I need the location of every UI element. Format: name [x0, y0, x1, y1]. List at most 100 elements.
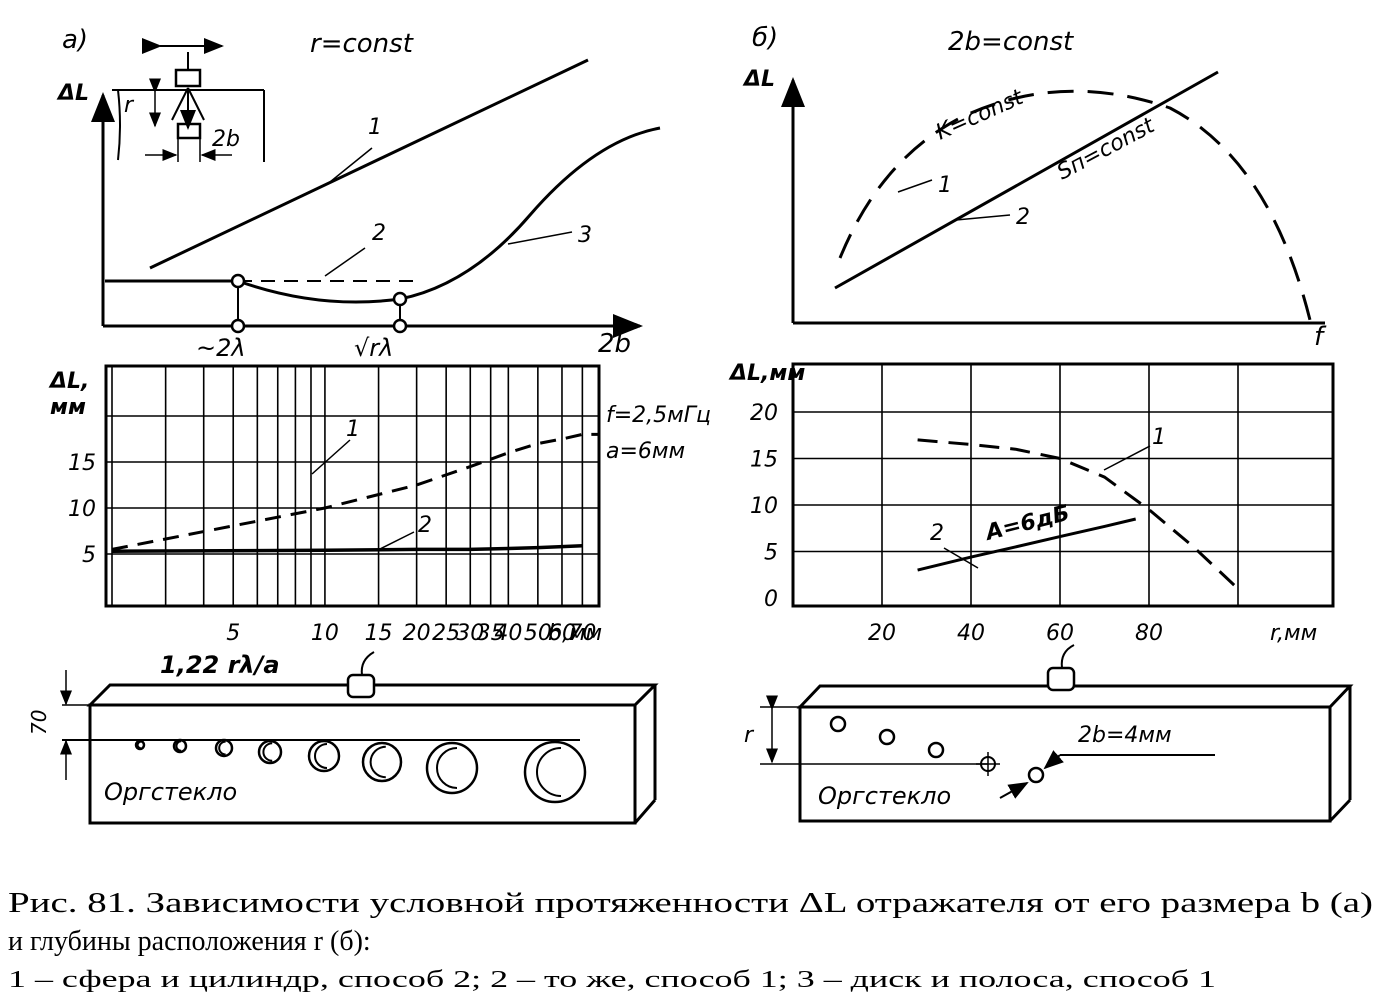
graph-a-y-label-1: ΔL,: [48, 369, 89, 394]
panel-a-condition: r=const: [310, 29, 414, 59]
graph-a-x-tick: 35: [477, 621, 505, 646]
specimen-a: 70 Оргстекло: [27, 651, 659, 825]
specimen-b-target-hole: [1027, 766, 1045, 784]
graph-b-x-unit: r,мм: [1270, 621, 1317, 646]
graph-b-y-tick: 5: [764, 541, 778, 566]
graph-a-x-unit: b,мм: [548, 621, 602, 646]
graph-a-y-tick: 5: [82, 543, 96, 568]
graph-b-x-ticks: 20 40 60 80: [868, 621, 1163, 646]
graph-b-curve-2-label: 2: [930, 521, 944, 546]
panel-a-tag: а): [62, 25, 88, 55]
graph-a-curve-2-label: 2: [418, 513, 432, 538]
graph-a-x-tick: 10: [311, 621, 339, 646]
graph-a-series-2: [111, 543, 583, 553]
graph-a-x-tick: 5: [226, 621, 240, 646]
reflector: [176, 122, 202, 140]
caption-line-1: Рис. 81. Зависимости условной протяженно…: [8, 888, 1373, 919]
inset-r-label: r: [124, 93, 135, 118]
side-drilled-hole: [214, 738, 234, 758]
curve-2-label-a: 2: [372, 221, 386, 246]
side-drilled-hole: [257, 739, 283, 765]
caption-line-2: и глубины расположения r (б):: [8, 926, 371, 957]
graph-a-y-tick: 15: [68, 451, 96, 476]
curve-k-const-label: K=const: [932, 84, 1028, 145]
curve-3-label-a: 3: [578, 223, 592, 248]
graph-b-x-tick: 60: [1046, 621, 1074, 646]
probe-body: [174, 68, 202, 88]
panel-a-y-axis-label: ΔL: [56, 81, 89, 106]
side-drilled-hole: [425, 741, 479, 795]
specimen-a-material: Оргстекло: [104, 778, 237, 806]
curve-2-panel-b: [834, 70, 1219, 290]
specimen-a-probe: [346, 673, 376, 699]
graph-b-y-tick: 10: [750, 494, 778, 519]
curve-1-panel-b: [838, 89, 1312, 321]
graph-b-x-tick: 40: [957, 621, 985, 646]
curve-1-label-b: 1: [938, 173, 952, 198]
specimen-b-material: Оргстекло: [818, 782, 951, 810]
curve-3-panel-a: [237, 126, 661, 304]
curve-1-label-a: 1: [368, 115, 382, 140]
specimen-a-holes: [134, 738, 587, 804]
graph-a-y-ticks: 5 10 15: [68, 451, 96, 568]
graph-a-x-tick: 30: [456, 621, 484, 646]
graph-b-x-tick: 80: [1135, 621, 1163, 646]
graph-b-frame: [791, 362, 1335, 608]
panel-b-x-axis-label: f: [1314, 322, 1327, 352]
specimen-a-dim: 70: [27, 710, 51, 735]
specimen-a-body: [88, 703, 637, 825]
graph-a-grid: [106, 366, 599, 606]
graph-b-y-tick: 20: [750, 401, 778, 426]
graph-a-x-tick: 50: [524, 621, 552, 646]
graph-a-param-a: a=6мм: [606, 439, 685, 464]
graph-b-x-tick: 20: [868, 621, 896, 646]
specimen-b-probe: [1046, 666, 1076, 692]
specimen-b: r 2b=4мм Оргстекло: [744, 644, 1354, 823]
graph-b-y-tick: 0: [764, 587, 778, 612]
panel-b-y-axis-label: ΔL: [742, 67, 775, 92]
graph-b-y-tick: 15: [750, 448, 778, 473]
side-drilled-hole: [172, 738, 188, 754]
graph-a-x-sub: 1,22 rλ/a: [160, 651, 280, 679]
graph-b-param-A: A=6дБ: [981, 501, 1072, 546]
graph-a-series-1: [111, 432, 600, 551]
side-drilled-hole: [307, 739, 341, 773]
curve-1-panel-a: [149, 58, 589, 270]
panel-a-x-axis-label: 2b: [598, 329, 631, 359]
graph-b-series-1: [917, 438, 1240, 590]
tick-sqrt-r-lambda: √rλ: [354, 334, 393, 362]
graph-b-curve-1-label: 1: [1152, 425, 1166, 450]
panel-b-condition: 2b=const: [948, 27, 1074, 57]
tick-2-lambda: ~2λ: [196, 334, 246, 362]
panel-a-schematic: а) r=const ΔL 2b r 2b 1: [56, 25, 661, 362]
specimen-b-hole-size: 2b=4мм: [1078, 723, 1172, 748]
graph-a-x-tick: 25: [432, 621, 460, 646]
graph-a-x-tick: 40: [494, 621, 522, 646]
curve-s-const-label: Sп=const: [1053, 113, 1160, 186]
curve-2-label-b: 2: [1016, 205, 1030, 230]
graph-b-y-ticks: 0 5 10 15 20: [750, 401, 778, 612]
graph-a-frame: [104, 364, 601, 608]
side-drilled-hole: [361, 741, 403, 783]
graph-a-x-tick: 60: [548, 621, 576, 646]
figure-caption: Рис. 81. Зависимости условной протяженно…: [8, 888, 1373, 993]
graph-a-param-f: f=2,5мГц: [606, 403, 711, 428]
graph-a-x-tick: 15: [365, 621, 393, 646]
inset-2b-label: 2b: [212, 127, 240, 152]
graph-a-y-tick: 10: [68, 497, 96, 522]
specimen-b-dim: r: [744, 723, 755, 748]
side-drilled-hole: [523, 740, 587, 804]
graph-a-y-label-2: мм: [50, 395, 86, 420]
panel-b-tag: б): [752, 23, 778, 53]
graph-b-grid: [793, 364, 1333, 606]
graph-a-x-tick: 70: [568, 621, 596, 646]
panel-b-schematic: б) 2b=const ΔL f 1 K=const 2 Sп=const: [742, 23, 1327, 352]
graph-a-curve-1-label: 1: [346, 417, 360, 442]
probe-inset: r 2b: [112, 38, 265, 162]
graph-a-x-tick: 20: [403, 621, 431, 646]
